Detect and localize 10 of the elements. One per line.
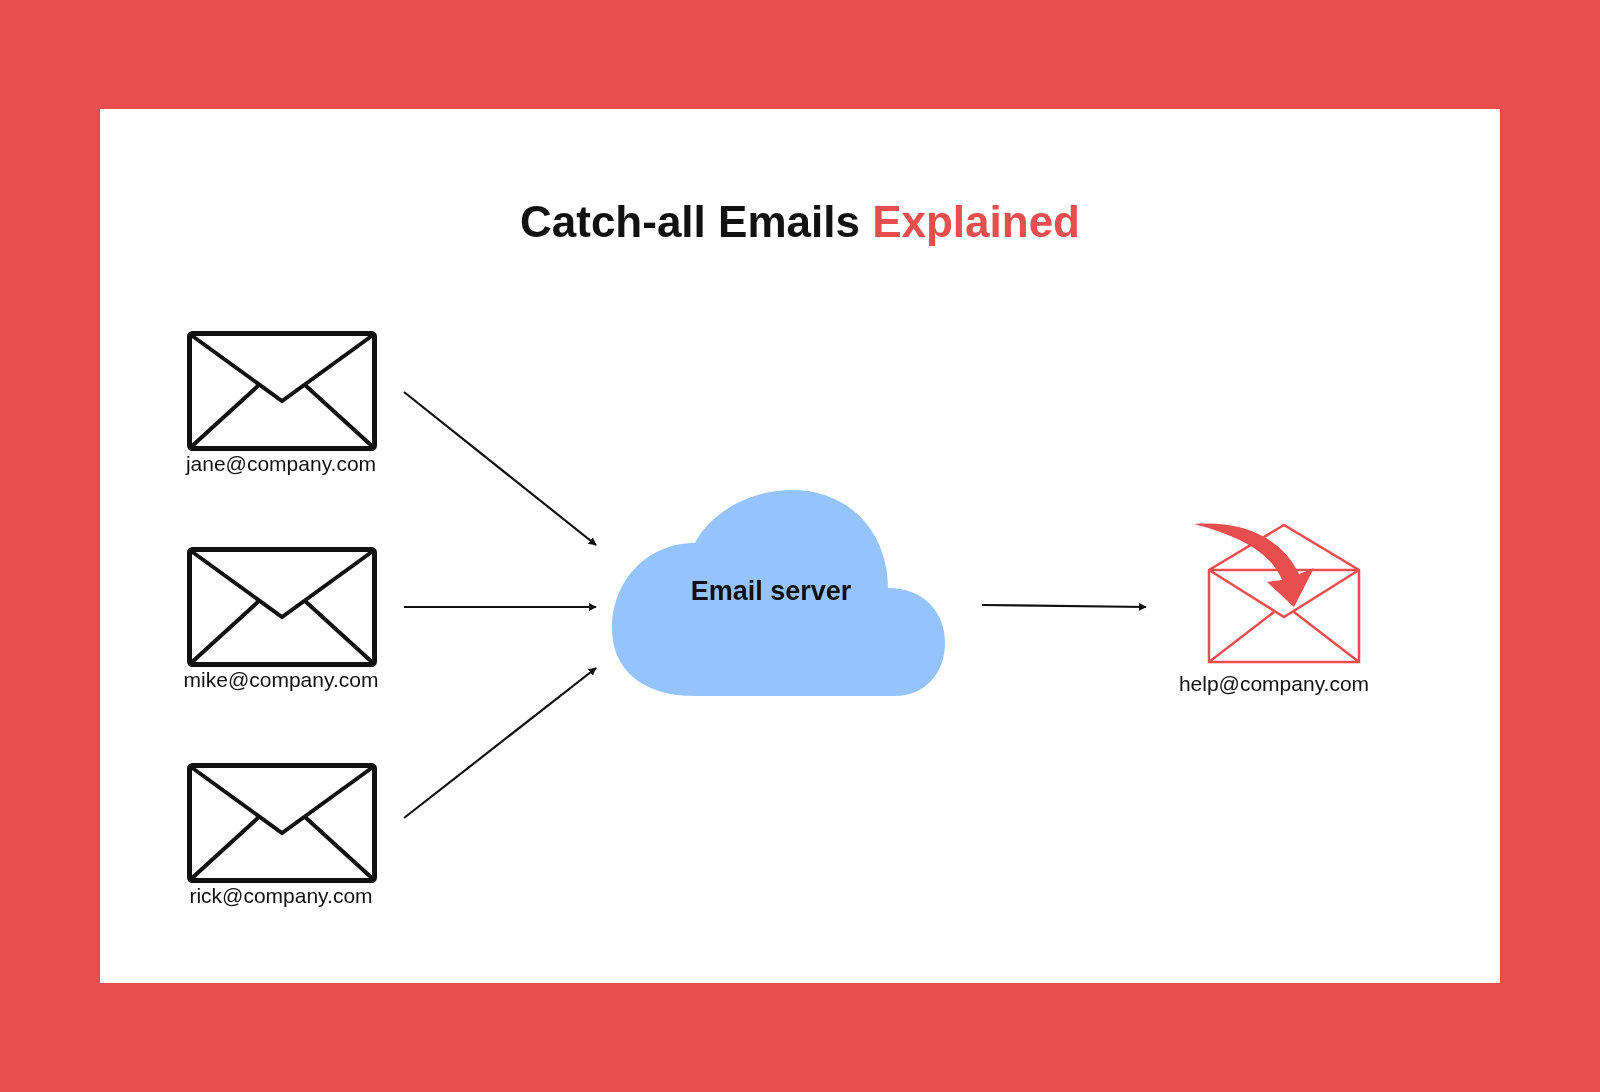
email-address: jane@company.com bbox=[184, 452, 378, 476]
node-label: Email server bbox=[689, 576, 853, 607]
arrow bbox=[403, 667, 597, 819]
email-address: mike@company.com bbox=[182, 668, 380, 692]
arrow bbox=[403, 391, 597, 546]
email-address: rick@company.com bbox=[188, 884, 374, 908]
title: Catch-all Emails Explained bbox=[519, 197, 1081, 247]
email-address: help@company.com bbox=[1177, 672, 1371, 696]
arrow bbox=[982, 602, 1147, 611]
arrow bbox=[404, 603, 597, 611]
